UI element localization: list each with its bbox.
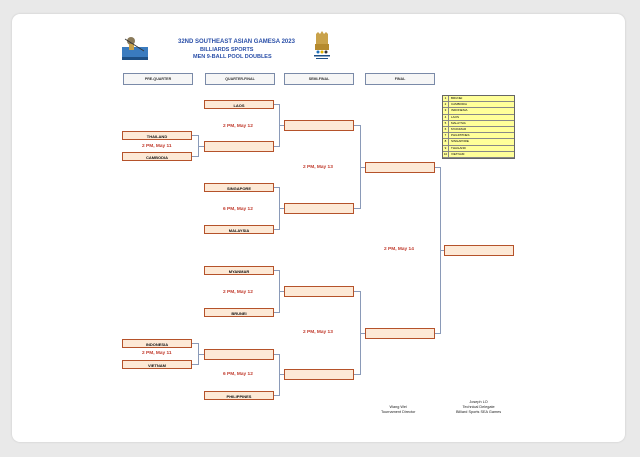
team-brunei: BRUNEI bbox=[204, 308, 274, 317]
qf1-winner-slot bbox=[204, 141, 274, 152]
round-semi-final: SEMI-FINAL bbox=[284, 73, 354, 85]
round-pre-quarter: PRE-QUARTER bbox=[123, 73, 193, 85]
seed-number: 2 bbox=[443, 102, 449, 108]
team-singapore: SINGAPORE bbox=[204, 183, 274, 192]
team-cambodia: CAMBODIA bbox=[122, 152, 192, 161]
delegate-name: Joseph LO bbox=[469, 400, 488, 404]
match-time: 2 PM, May 13 bbox=[303, 330, 333, 335]
seed-number: 1 bbox=[443, 96, 449, 102]
qf4-winner-slot bbox=[204, 349, 274, 360]
champion-slot bbox=[444, 245, 514, 256]
sf-slot-3 bbox=[284, 286, 354, 297]
seed-number: 9 bbox=[443, 145, 449, 151]
seed-number: 4 bbox=[443, 114, 449, 120]
seed-team: LAOS bbox=[451, 114, 460, 119]
sea-games-logo bbox=[308, 30, 336, 62]
seed-team: SINGAPORE bbox=[451, 139, 469, 144]
seed-team: MYANMAR bbox=[451, 126, 467, 131]
seed-number: 7 bbox=[443, 133, 449, 139]
round-quarter-final: QUARTER-FINAL bbox=[205, 73, 275, 85]
seed-number: 8 bbox=[443, 139, 449, 145]
director-signature: Wang Wei Tournament Director bbox=[381, 405, 415, 415]
match-time: 2 PM, May 11 bbox=[142, 351, 172, 356]
match-time: 2 PM, May 11 bbox=[142, 144, 172, 149]
sf-slot-1 bbox=[284, 120, 354, 131]
match-time: 6 PM, May 12 bbox=[223, 372, 253, 377]
match-time: 2 PM, May 12 bbox=[223, 124, 253, 129]
director-name: Wang Wei bbox=[389, 405, 407, 409]
team-philippines: PHILIPPINES bbox=[204, 391, 274, 400]
seed-team: MALAYSIA bbox=[451, 120, 466, 125]
sport-title: BILLIARDS SPORTS bbox=[200, 47, 254, 53]
match-time: 2 PM, May 12 bbox=[223, 290, 253, 295]
seed-number: 5 bbox=[443, 120, 449, 126]
sf-slot-2 bbox=[284, 203, 354, 214]
seed-team: INDONESIA bbox=[451, 108, 468, 113]
delegate-signature: Joseph LO Technical Delegate Billiard Sp… bbox=[456, 400, 501, 415]
director-title: Tournament Director bbox=[381, 410, 416, 414]
event-title: 32ND SOUTHEAST ASIAN GAMESA 2023 bbox=[178, 39, 295, 45]
seed-number: 10 bbox=[443, 151, 449, 157]
delegate-title: Technical Delegate bbox=[462, 405, 495, 409]
team-thailand: THAILAND bbox=[122, 131, 192, 140]
match-time: 2 PM, May 13 bbox=[303, 165, 333, 170]
seed-team: VIETNAM bbox=[451, 151, 465, 156]
seed-number: 6 bbox=[443, 126, 449, 133]
event-subtitle: MEN 9-BALL POOL DOUBLES bbox=[193, 54, 272, 60]
seed-number: 3 bbox=[443, 108, 449, 114]
seed-team: BRUNEI bbox=[451, 96, 463, 100]
seed-team: THAILAND bbox=[451, 145, 466, 150]
team-malaysia: MALAYSIA bbox=[204, 225, 274, 234]
final-slot-2 bbox=[365, 328, 435, 339]
team-myanmar: MYANMAR bbox=[204, 266, 274, 275]
seed-team: PHILIPPINES bbox=[451, 133, 470, 138]
final-slot-1 bbox=[365, 162, 435, 173]
round-final: FINAL bbox=[365, 73, 435, 85]
billiards-mascot-logo bbox=[120, 33, 150, 61]
seed-team: CAMBODIA bbox=[451, 102, 468, 107]
team-vietnam: VIETNAM bbox=[122, 360, 192, 369]
match-time: 2 PM, May 14 bbox=[384, 247, 414, 252]
match-time: 6 PM, May 12 bbox=[223, 207, 253, 212]
team-indonesia: INDONESIA bbox=[122, 339, 192, 348]
sf-slot-4 bbox=[284, 369, 354, 380]
team-laos: LAOS bbox=[204, 100, 274, 109]
delegate-org: Billiard Sports SEA Games bbox=[456, 410, 502, 414]
